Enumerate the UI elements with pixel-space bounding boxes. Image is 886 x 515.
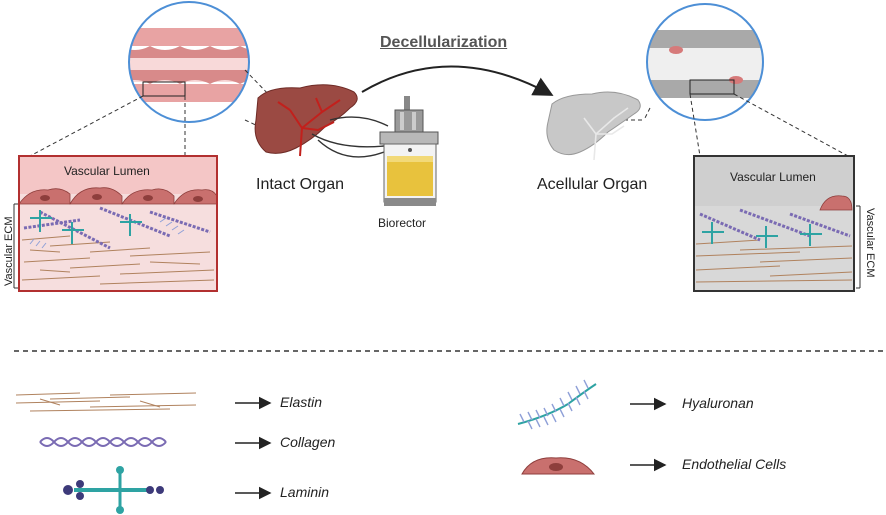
acellular-liver-icon (546, 91, 641, 161)
acellular-vessel-zoom (646, 3, 764, 121)
hyaluronan-left (29, 217, 185, 249)
laminin-cross-icon (63, 466, 164, 514)
collagen-helix-icon (39, 437, 167, 447)
legend-collagen-label: Collagen (280, 434, 336, 450)
collagen-fibers-right (699, 208, 851, 242)
intact-vessel-zoom (128, 1, 250, 123)
elastin-fiber-icon (15, 392, 197, 412)
acellular-organ-label: Acellular Organ (537, 176, 648, 193)
laminin-left (30, 210, 142, 244)
residual-cell (819, 195, 853, 211)
bioreactor-label: Biorector (378, 216, 427, 230)
acellular-ecm-box (693, 155, 861, 292)
hyaluronan-branch-icon (517, 379, 597, 430)
left-lumen-label: Vascular Lumen (64, 164, 150, 178)
laminin-right (702, 222, 822, 248)
legend-endothelial-label: Endothelial Cells (682, 456, 787, 472)
zoom-guide-lines (29, 69, 849, 157)
legend-laminin-label: Laminin (280, 484, 330, 500)
elastin-mesh-left (21, 235, 215, 285)
right-lumen-label: Vascular Lumen (730, 170, 816, 184)
right-ecm-label: Vascular ECM (864, 208, 876, 278)
legend-hyaluronan-label: Hyaluronan (682, 395, 754, 411)
bioreactor-tubing (311, 116, 389, 158)
left-ecm-label: Vascular ECM (3, 216, 15, 286)
diagram-title: Decellularization (380, 34, 508, 51)
bioreactor-icon (379, 96, 439, 206)
intact-organ-label: Intact Organ (256, 176, 345, 193)
legend-arrows (235, 396, 667, 500)
intact-ecm-box (13, 155, 218, 292)
legend-elastin-label: Elastin (280, 394, 323, 410)
process-arrow (361, 65, 554, 96)
elastin-mesh-right (695, 239, 853, 283)
